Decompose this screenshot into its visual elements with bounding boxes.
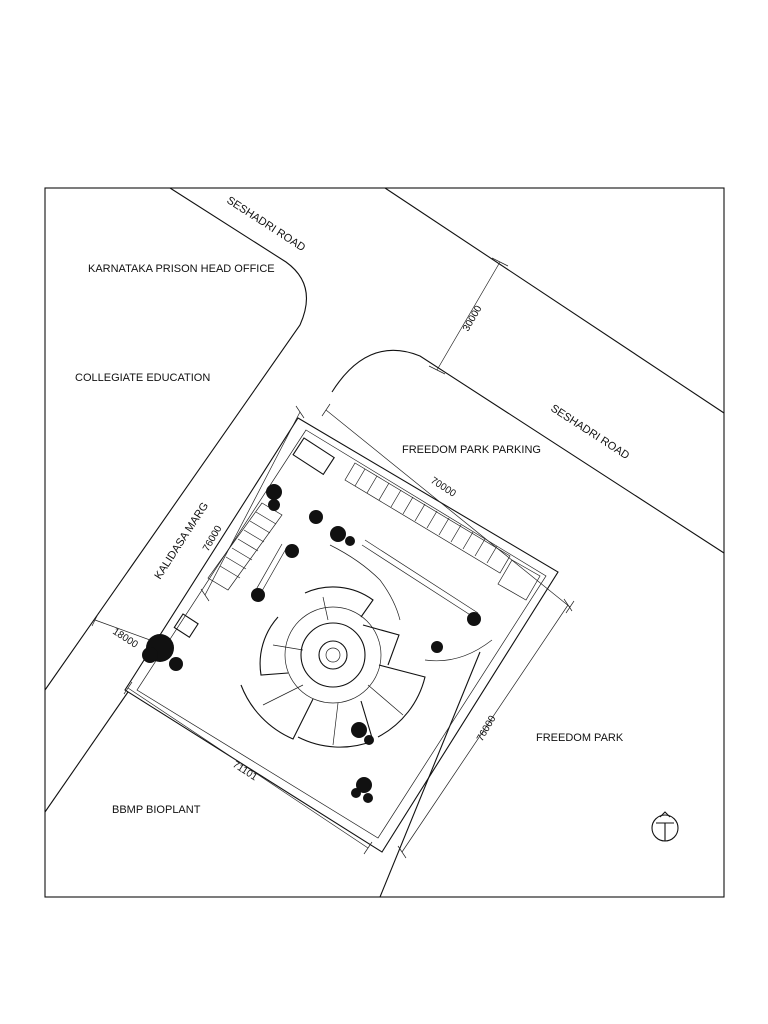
parking-bays-left (207, 502, 283, 591)
road-edge-seshadri-upper (384, 187, 725, 414)
landscape-path-2 (424, 639, 493, 662)
tree-icon (266, 484, 282, 500)
drawing-frame (44, 187, 725, 898)
label-freedom-park: FREEDOM PARK (536, 732, 624, 744)
site-inner-boundary (136, 429, 547, 839)
dim-setback: 18000 (110, 626, 140, 651)
site-boundary (124, 417, 559, 853)
tree-icon (363, 793, 373, 803)
tree-icon (345, 536, 355, 546)
road-edge-kalidasa-lower (44, 691, 129, 813)
tree-icon (467, 612, 481, 626)
label-collegiate: COLLEGIATE EDUCATION (75, 372, 210, 384)
dimension-lines (91, 257, 575, 859)
tree-icon (330, 526, 346, 542)
tree-icon (169, 657, 183, 671)
road-edge-prison-block (44, 187, 307, 691)
dim-site-right: 76000 (475, 714, 499, 744)
tree-icon (285, 544, 299, 558)
guard-kiosk (292, 437, 335, 476)
tree-cluster (142, 484, 481, 803)
label-bioplant: BBMP BIOPLANT (112, 804, 201, 816)
tree-icon (356, 777, 372, 793)
road-label-seshadri-right: SESHADRI ROAD (548, 402, 631, 462)
north-arrow-icon (651, 811, 679, 842)
circular-building (240, 586, 426, 748)
tree-icon (309, 510, 323, 524)
dim-site-bottom: 71101 (230, 759, 259, 783)
road-edge-freedom-park (379, 651, 481, 898)
tree-icon (251, 588, 265, 602)
tree-icon (268, 499, 280, 511)
dim-road-width: 30000 (461, 304, 485, 334)
tree-icon (364, 735, 374, 745)
label-parking: FREEDOM PARK PARKING (402, 444, 541, 456)
landscape-path (329, 544, 401, 621)
parking-bays-top (344, 462, 541, 601)
tree-icon (431, 641, 443, 653)
road-label-seshadri-top: SESHADRI ROAD (224, 194, 307, 254)
tree-icon (351, 788, 361, 798)
tree-icon (142, 647, 158, 663)
utility-block (173, 613, 199, 638)
tree-icon (351, 722, 367, 738)
road-edge-seshadri-lower (331, 349, 725, 554)
label-prison-office: KARNATAKA PRISON HEAD OFFICE (88, 263, 275, 275)
walkway-strips (252, 539, 479, 619)
